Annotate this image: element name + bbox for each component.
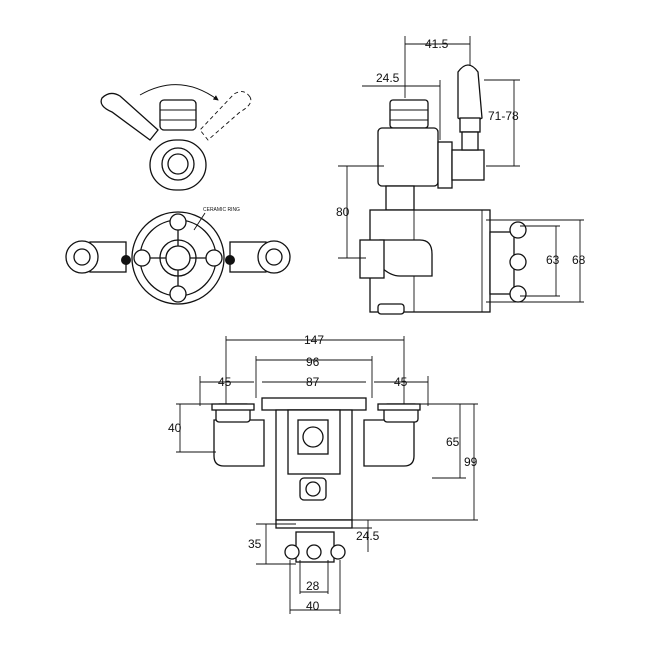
dim-68: 68 [572,253,586,267]
side-spout-collar [437,141,453,189]
right-arm [363,419,415,467]
side-inlet-elbow [379,239,433,277]
dim-24-5-bottom: 24.5 [356,529,380,543]
dim-35: 35 [248,537,262,551]
dim-41-5: 41.5 [425,37,449,51]
dim-45-left: 45 [218,375,232,389]
bottom-knob [306,544,322,560]
side-diverter-body [377,127,439,187]
side-spout [451,149,485,181]
side-neck [385,185,415,211]
dim-80: 80 [336,205,350,219]
top-nut [159,99,197,131]
right-inlet-flange [377,403,421,411]
side-lever-handle [457,64,483,123]
side-bottom-outlet [377,303,405,315]
rotation-arrow-icon [139,84,219,101]
dim-147: 147 [304,333,324,347]
top-plate [261,397,367,411]
ceramic-ring-label: CERAMIC RING [203,207,240,213]
lever-handle-alt-position [199,91,252,141]
ceramic-ring-leader [193,212,206,231]
dim-71-78: 71-78 [488,109,519,123]
lever-handle [100,92,159,141]
cross-handle-knob [169,285,187,303]
cross-handle-knob [205,249,223,267]
front-view: CERAMIC RING [65,84,291,305]
dim-96: 96 [306,355,320,369]
cross-handle-knob [169,213,187,231]
bottom-knob [284,544,300,560]
dim-45-right: 45 [394,375,408,389]
dim-40-left: 40 [168,421,182,435]
dim-63: 63 [546,253,560,267]
dim-65: 65 [446,435,460,449]
dim-99: 99 [464,455,478,469]
side-top-nut [389,99,429,129]
dim-87: 87 [306,375,320,389]
left-arm [213,419,265,467]
dim-40-bottom: 40 [306,599,320,613]
side-view: 41.5 24.5 71-78 80 63 68 [336,36,586,315]
diverter-body [149,139,207,191]
bottom-outlet [299,477,327,501]
side-inlet-nut [359,239,385,279]
bottom-knob [330,544,346,560]
left-inlet-flange [211,403,255,411]
bottom-view: 147 96 87 45 45 40 65 99 [168,333,478,614]
dim-28: 28 [306,579,320,593]
cross-handle-knob [133,249,151,267]
dim-24-5-side: 24.5 [376,71,400,85]
